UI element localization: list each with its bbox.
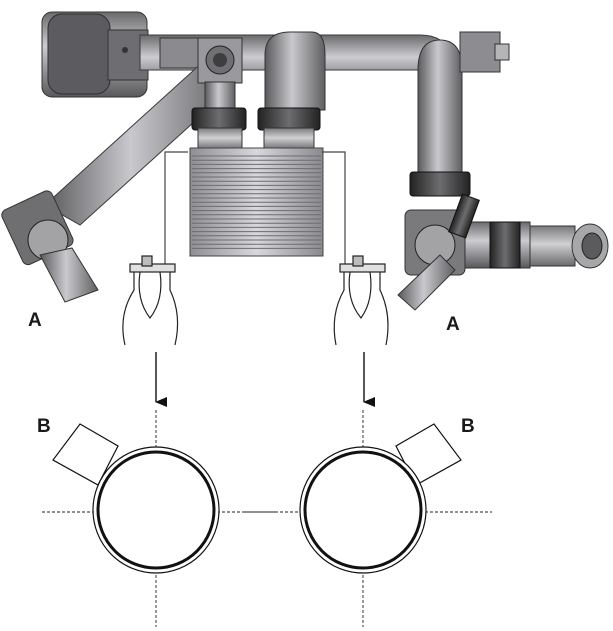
label-b-left: B [37, 416, 51, 437]
left-spring-clip [122, 255, 179, 346]
label-b-right: B [461, 416, 475, 437]
hydraulic-assembly: A A [1, 11, 609, 346]
right-pipe-section [299, 423, 462, 574]
left-valve-a [1, 190, 99, 303]
center-right-fitting [257, 31, 326, 151]
label-a-left: A [28, 310, 42, 331]
label-a-right: A [446, 314, 460, 335]
center-left-fitting [191, 37, 247, 151]
right-vertical-pipe [409, 31, 510, 197]
installation-detail: B B [37, 352, 492, 627]
heat-exchanger-plates [192, 155, 321, 249]
right-spring-clip [333, 255, 389, 346]
left-pipe-section [52, 423, 220, 574]
right-valve-a [397, 193, 480, 311]
mounting-bracket [164, 151, 346, 268]
pump-motor [41, 11, 149, 98]
plate-heat-exchanger [189, 147, 324, 257]
